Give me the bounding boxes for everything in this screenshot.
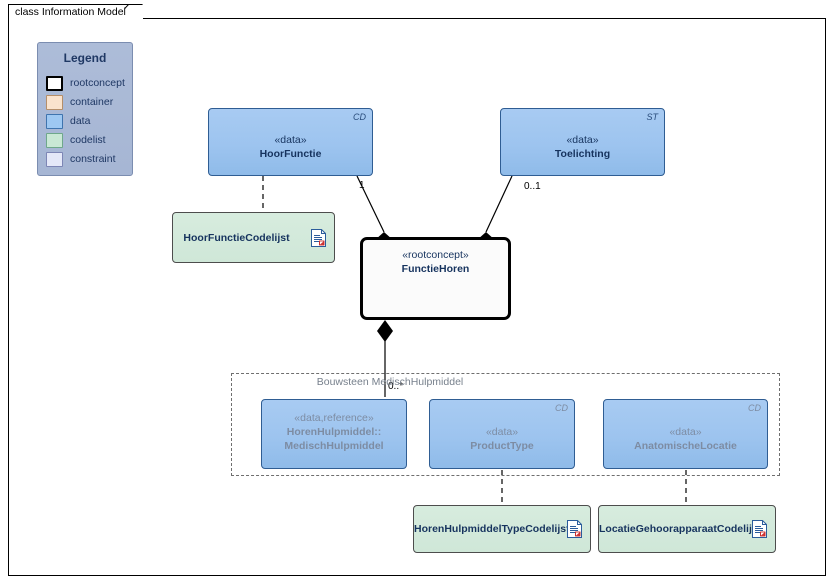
legend-swatch-codelist [46, 133, 63, 148]
tab-slant-line [125, 4, 142, 21]
document-icon [567, 520, 582, 538]
class-box-functiehoren[interactable]: «rootconcept» FunctieHoren [360, 237, 511, 320]
class-name-toelichting: Toelichting [554, 148, 611, 160]
class-stereotype-medischhulpmiddel: «data,reference» [294, 412, 374, 424]
diagram-tab-label: class Information Model [15, 6, 126, 18]
codelist-label-horenhulpmiddeltype: HorenHulpmiddelTypeCodelijst [414, 523, 570, 535]
diagram-tab[interactable]: class Information Model [8, 4, 143, 21]
class-box-producttype[interactable]: CD «data» ProductType [429, 399, 577, 471]
class-name-medischhulpmiddel-line1: HorenHulpmiddel:: [286, 426, 382, 438]
corner-tag-st: ST [646, 112, 658, 122]
class-box-hoorfunctie[interactable]: CD «data» HoorFunctie [208, 108, 375, 178]
class-name-anatomischelocatie: AnatomischeLocatie [634, 440, 737, 452]
class-box-anatomischelocatie[interactable]: CD «data» AnatomischeLocatie [603, 399, 770, 471]
legend-title: Legend [63, 51, 107, 65]
class-box-toelichting[interactable]: ST «data» Toelichting [500, 108, 667, 178]
class-stereotype-functiehoren: «rootconcept» [402, 249, 469, 261]
codelist-box-hoorfunctie[interactable]: HoorFunctieCodelijst [172, 212, 337, 265]
legend-label-codelist: codelist [70, 134, 106, 146]
class-box-medischhulpmiddel[interactable]: «data,reference» HorenHulpmiddel:: Medis… [261, 399, 409, 471]
class-name-medischhulpmiddel-line2: MedischHulpmiddel [284, 440, 384, 452]
group-frame-bouwsteen [231, 373, 780, 476]
codelist-box-horenhulpmiddeltype[interactable]: HorenHulpmiddelTypeCodelijst [413, 505, 593, 555]
legend-panel: Legend rootconcept container data codeli… [37, 42, 133, 176]
legend-label-container: container [70, 96, 114, 108]
multiplicity-medischhulpmiddel: 0..* [388, 381, 404, 392]
codelist-label-locatiegehoorapparaat: LocatieGehoorapparaatCodelijst [599, 523, 762, 535]
class-name-hoorfunctie: HoorFunctie [259, 148, 322, 160]
legend-label-data: data [70, 115, 91, 127]
legend-swatch-constraint [46, 152, 63, 167]
class-stereotype-anatomischelocatie: «data» [669, 426, 702, 438]
class-name-functiehoren: FunctieHoren [401, 263, 470, 275]
document-icon [752, 520, 767, 538]
class-stereotype-hoorfunctie: «data» [274, 134, 307, 146]
class-stereotype-toelichting: «data» [566, 134, 599, 146]
legend-label-rootconcept: rootconcept [70, 77, 125, 89]
legend-swatch-rootconcept [46, 76, 63, 91]
document-icon [311, 228, 326, 247]
multiplicity-toelichting: 0..1 [524, 181, 541, 192]
class-name-producttype: ProductType [470, 440, 534, 452]
legend-label-constraint: constraint [70, 153, 116, 165]
legend-swatch-data [46, 114, 63, 129]
codelist-box-locatiegehoorapparaat[interactable]: LocatieGehoorapparaatCodelijst [598, 505, 778, 555]
multiplicity-hoorfunctie: 1 [359, 180, 365, 191]
class-stereotype-producttype: «data» [485, 426, 519, 438]
corner-tag-cd: CD [555, 403, 568, 413]
legend-swatch-container [46, 95, 63, 110]
corner-tag-cd: CD [353, 112, 366, 122]
corner-tag-cd: CD [748, 403, 761, 413]
codelist-label-hoorfunctie: HoorFunctieCodelijst [183, 231, 290, 244]
